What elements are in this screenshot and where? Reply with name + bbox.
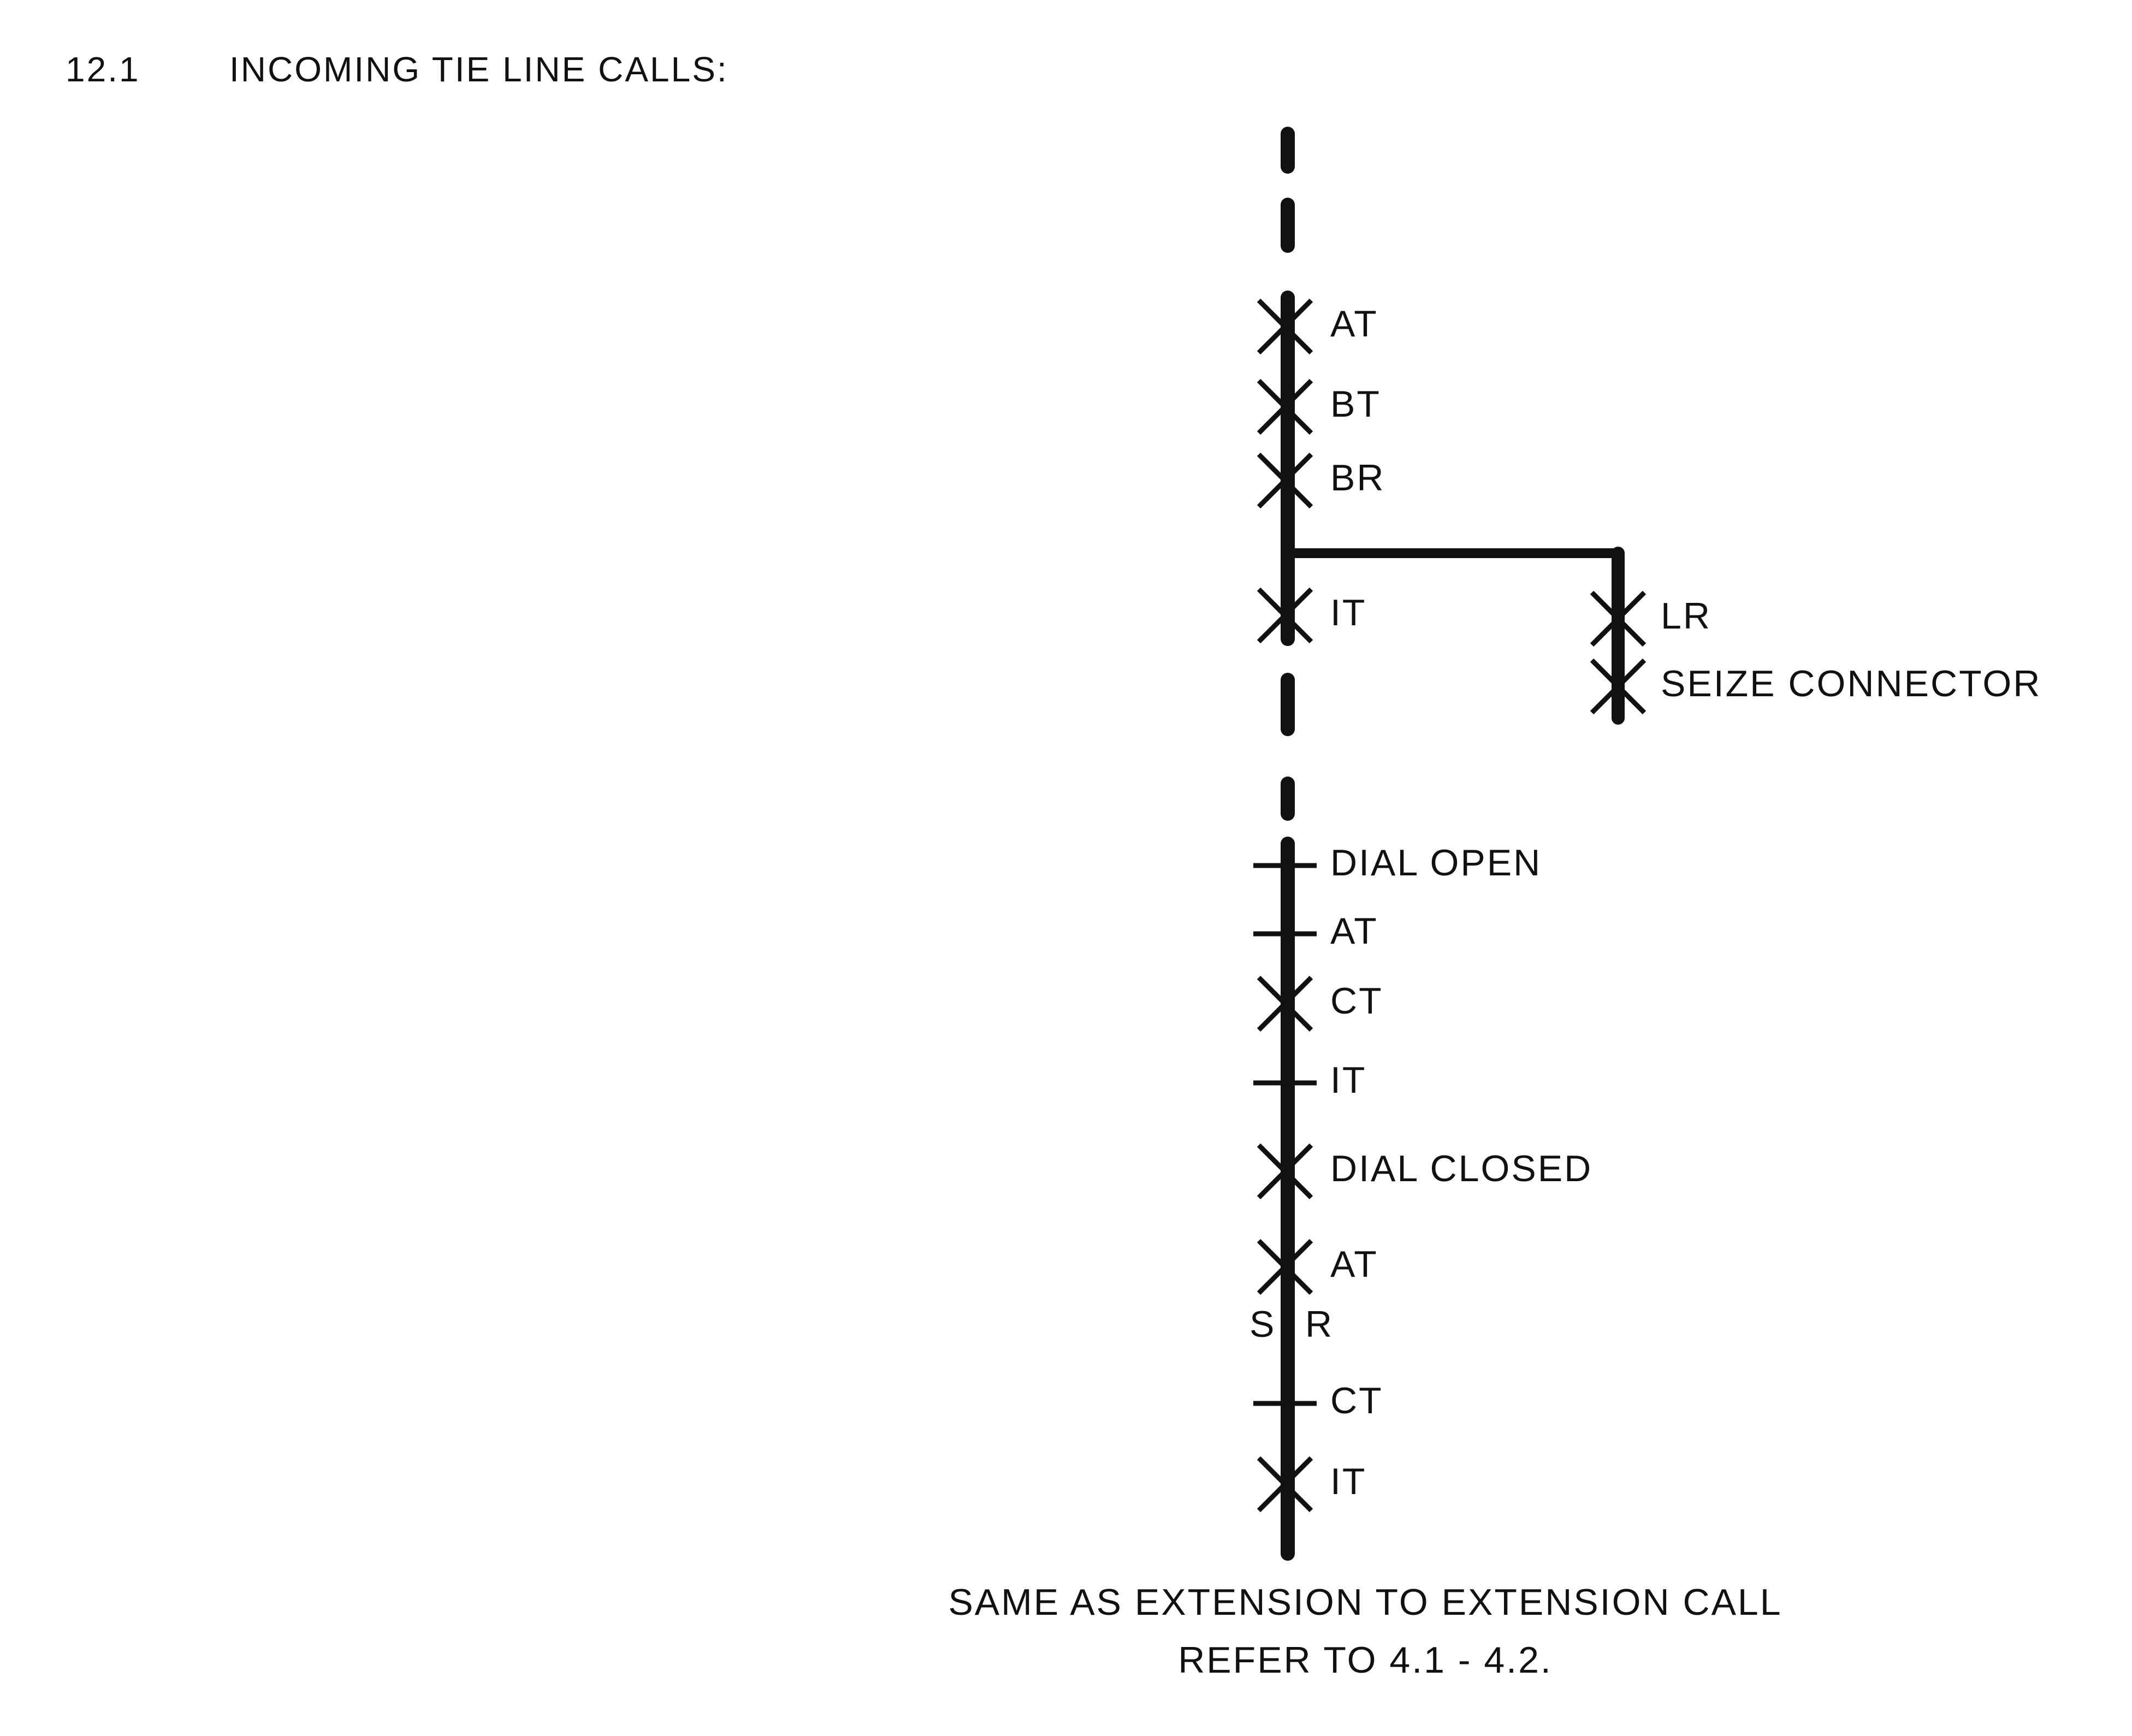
side-label-s: S bbox=[1249, 1304, 1276, 1345]
diagram-marks bbox=[1253, 298, 1647, 1513]
event-label-at-6: AT bbox=[1330, 910, 1378, 952]
footer-note-line-1: SAME AS EXTENSION TO EXTENSION CALL bbox=[948, 1581, 1782, 1623]
event-label-dial-open-5: DIAL OPEN bbox=[1330, 842, 1542, 884]
cross-mark-dial-closed-9 bbox=[1257, 1143, 1313, 1200]
event-label-dial-closed-9: DIAL CLOSED bbox=[1330, 1148, 1592, 1189]
branch-label-seize-connector: SEIZE CONNECTOR bbox=[1661, 663, 2041, 704]
cross-mark-seize-connector bbox=[1590, 658, 1647, 715]
event-label-bt-2: BT bbox=[1330, 383, 1381, 425]
event-label-at-1: AT bbox=[1330, 303, 1378, 345]
diagram-lines bbox=[1281, 127, 1625, 1561]
cross-mark-at-10 bbox=[1257, 1239, 1313, 1295]
event-label-it-4: IT bbox=[1330, 592, 1366, 633]
cross-mark-bt-2 bbox=[1257, 378, 1313, 435]
cross-mark-ct-7 bbox=[1257, 975, 1313, 1032]
side-label-r: R bbox=[1305, 1304, 1334, 1345]
cross-mark-it-4 bbox=[1257, 587, 1313, 644]
footer-note-line-2: REFER TO 4.1 - 4.2. bbox=[1178, 1639, 1553, 1681]
diagram-labels: AT BT BR IT DIAL OPEN AT CT IT DIAL CLOSED AT CT IT… bbox=[1249, 303, 2041, 1502]
cross-mark-lr bbox=[1590, 590, 1647, 647]
event-label-br-3: BR bbox=[1330, 457, 1385, 499]
section-title: INCOMING TIE LINE CALLS: bbox=[229, 50, 729, 89]
branch-label-lr: LR bbox=[1661, 595, 1711, 637]
cross-mark-it-12 bbox=[1257, 1456, 1313, 1513]
cross-mark-br-3 bbox=[1257, 452, 1313, 509]
event-label-at-10: AT bbox=[1330, 1243, 1378, 1285]
event-label-ct-11: CT bbox=[1330, 1380, 1383, 1421]
event-label-it-12: IT bbox=[1330, 1461, 1366, 1502]
cross-mark-at-1 bbox=[1257, 298, 1313, 355]
section-number: 12.1 bbox=[66, 50, 140, 89]
event-label-ct-7: CT bbox=[1330, 980, 1383, 1022]
event-label-it-8: IT bbox=[1330, 1059, 1366, 1101]
